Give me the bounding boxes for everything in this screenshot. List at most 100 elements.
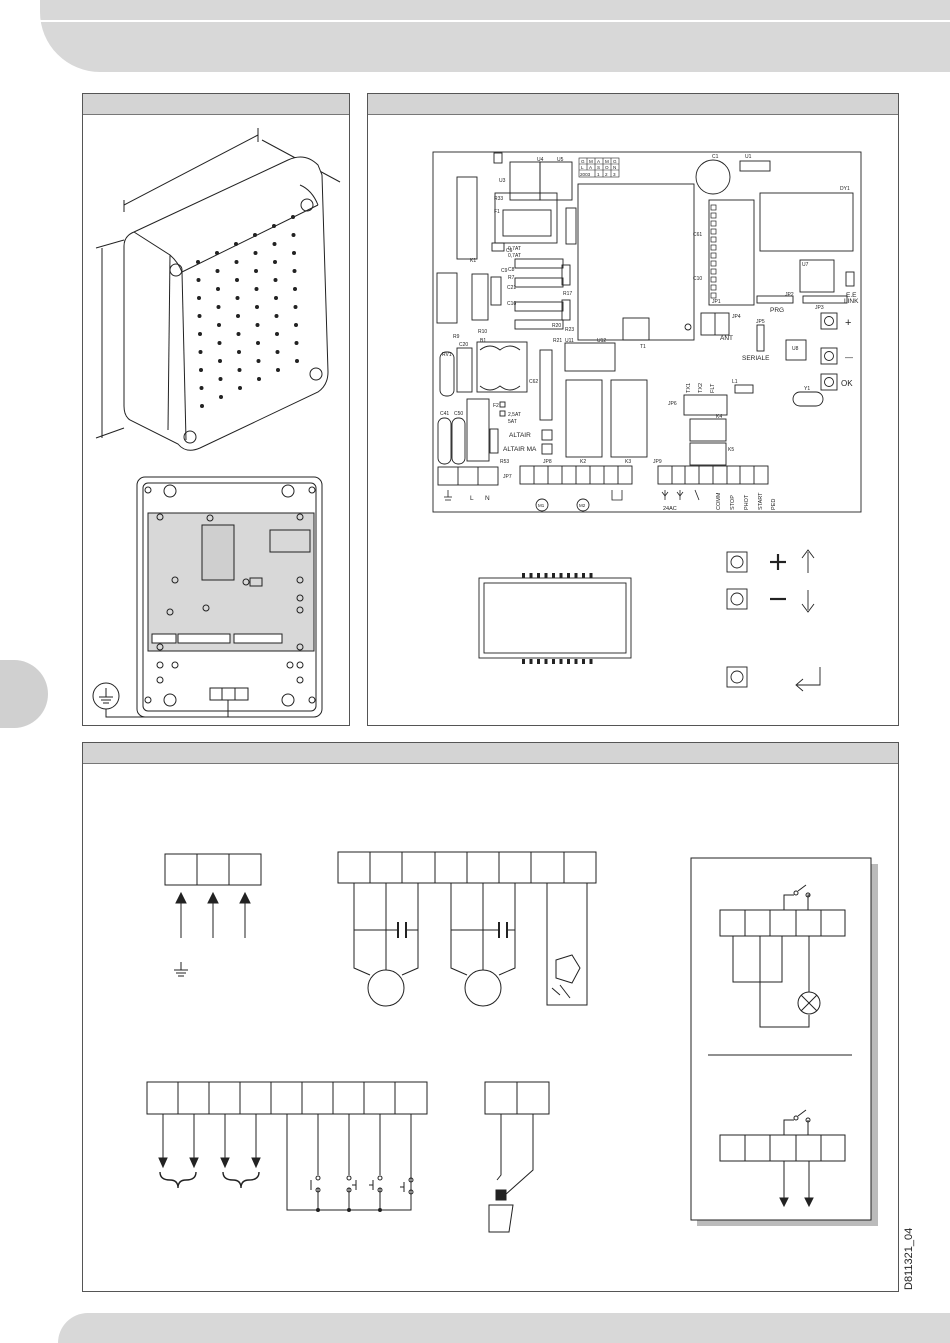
label-u5: U5: [557, 157, 564, 163]
label-link: LINK: [844, 298, 859, 305]
label-c62: C62: [529, 379, 538, 385]
label-ped: PED: [771, 499, 777, 510]
vent-hole: [218, 377, 223, 381]
input-terminal-block: [146, 1081, 428, 1115]
jp1-pin: [710, 220, 717, 227]
vent-hole: [256, 341, 260, 345]
label-jp9: JP9: [653, 459, 662, 465]
date-g1: G: [581, 159, 585, 164]
label-phot: PHOT: [744, 494, 750, 510]
vent-hole: [257, 377, 261, 381]
date-q3: 3: [613, 172, 616, 177]
label-k1: K1: [470, 258, 476, 264]
display-pin: [522, 573, 525, 578]
label-jp1: JP1: [712, 299, 721, 305]
button-minus-label: —: [845, 353, 853, 362]
vent-hole: [215, 269, 220, 273]
vent-hole: [293, 287, 297, 291]
vent-hole: [255, 305, 259, 309]
label-r53: R53: [500, 459, 509, 465]
vent-hole: [216, 287, 220, 291]
display-pin: [544, 659, 548, 664]
vent-hole: [215, 251, 219, 255]
vent-hole: [218, 359, 222, 363]
date-o: O: [605, 165, 609, 170]
date-q2: 2: [605, 172, 608, 177]
label-comm: COMM: [716, 492, 722, 510]
vent-hole: [273, 278, 278, 282]
label-jp5: JP5: [756, 319, 765, 325]
label-l: L: [470, 495, 474, 502]
flashing-lamp-symbol: [555, 954, 581, 984]
label-u1: U1: [745, 154, 752, 160]
jp1-pin: [710, 252, 717, 259]
label-c1: C1: [712, 154, 719, 160]
vent-hole: [272, 242, 277, 246]
display-pin: [567, 573, 570, 578]
date-n: N: [613, 165, 616, 170]
vent-hole: [217, 341, 222, 345]
date-l: L: [581, 165, 584, 170]
date-g2: G: [613, 159, 617, 164]
vent-hole: [196, 278, 201, 282]
label-jp8: JP8: [543, 459, 552, 465]
vent-hole: [291, 233, 296, 237]
display-pin: [582, 573, 585, 578]
label-k5: K5: [728, 447, 734, 453]
vent-hole: [197, 314, 202, 318]
display-pin: [529, 573, 533, 578]
label-n: N: [485, 495, 490, 502]
label-ant: ANT: [720, 335, 733, 342]
label-flt: FLT: [710, 383, 716, 393]
label-r7: R7: [508, 275, 515, 281]
label-dy1: DY1: [840, 186, 850, 192]
label-altair-ma: ALTAIR MA: [503, 446, 537, 453]
label-seriale: SERIALE: [742, 355, 770, 362]
label-l1: L1: [732, 379, 738, 385]
label-c21: C21: [507, 285, 516, 291]
label-k2: K2: [580, 459, 586, 465]
vent-hole: [274, 296, 278, 300]
display-pin: [567, 659, 570, 664]
vent-hole: [219, 395, 223, 399]
fuse-rating-1: 0,7AT: [508, 246, 521, 252]
fuse-rating-2: 0,7AT: [508, 253, 521, 259]
label-rv1: RV1: [442, 352, 452, 358]
display-pin: [574, 659, 578, 664]
label-tx2: TX2: [698, 383, 704, 393]
jp1-pin: [710, 204, 717, 211]
antenna-symbol: [488, 1204, 514, 1233]
fuse-rating-3: 2,5AT: [508, 412, 521, 418]
vent-hole: [294, 341, 299, 345]
jp1-pin: [710, 292, 717, 299]
label-jp6: JP6: [668, 401, 677, 407]
label-u7: U7: [802, 262, 809, 268]
vent-hole: [199, 386, 204, 390]
vent-hole: [275, 350, 280, 354]
date-m1: M: [589, 159, 593, 164]
vent-hole: [295, 359, 299, 363]
date-s: S: [597, 165, 600, 170]
vent-hole: [235, 278, 239, 282]
display-pin: [582, 659, 585, 664]
label-24ac: 24AC: [663, 506, 677, 512]
label-r10: R10: [478, 329, 487, 335]
date-a1: A: [597, 159, 601, 164]
document-id: D811321_04: [903, 1227, 915, 1290]
label-u3: U3: [499, 178, 506, 184]
label-c50: C50: [454, 411, 463, 417]
power-terminal-block: [164, 853, 262, 886]
label-c16: C16: [507, 301, 516, 307]
label-k4: K4: [716, 414, 722, 420]
display-pin: [589, 659, 593, 664]
vent-hole: [292, 251, 296, 255]
label-c8: C8: [508, 267, 515, 273]
label-u12: U12: [597, 338, 606, 344]
vent-hole: [236, 332, 241, 336]
jp1-pin: [710, 276, 717, 283]
vent-hole: [238, 386, 242, 390]
motor-2-symbol: [464, 969, 502, 1007]
vent-hole: [234, 260, 239, 264]
